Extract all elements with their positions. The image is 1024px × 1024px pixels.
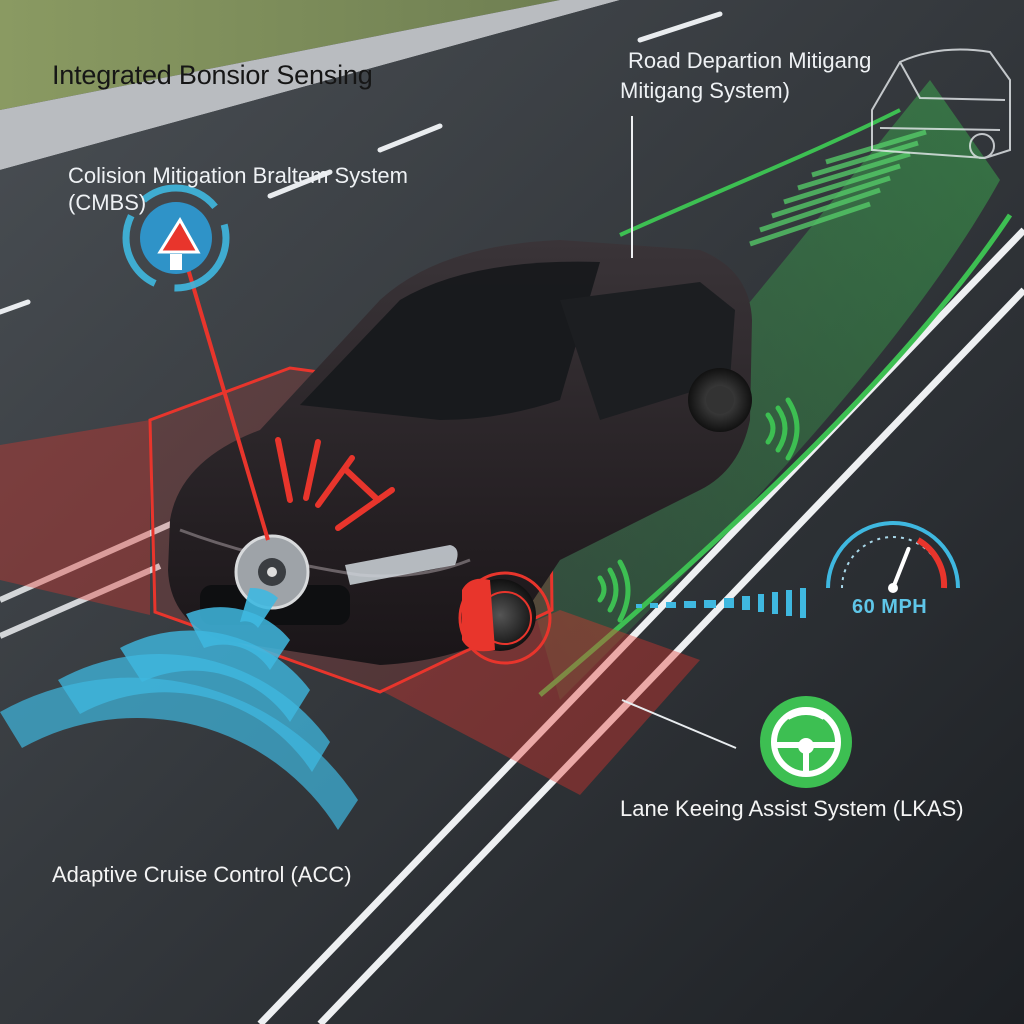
ghost-vehicle <box>871 48 1011 160</box>
cmbs-label-line1: Colision Mitigation Braltem System <box>68 163 408 188</box>
vehicle-car <box>168 240 752 665</box>
rdm-label-line2: Mitigang System) <box>620 78 790 103</box>
cmbs-front-zone <box>380 610 700 795</box>
cmbs-label-line2: (CMBS) <box>68 190 147 215</box>
left-lane-line <box>0 517 182 639</box>
lkas-label: Lane Keeing Assist System (LKAS) <box>620 796 964 821</box>
signal-arcs-side <box>597 559 631 623</box>
acc-label: Adaptive Cruise Control (ACC) <box>52 862 352 887</box>
lane-keeping-edge-left <box>619 108 901 237</box>
impact-lines <box>275 437 395 531</box>
signal-arcs-rear <box>765 397 800 461</box>
lkas-pointer-line <box>621 699 737 749</box>
brake-warning-icon <box>122 184 230 292</box>
cmbs-label: Colision Mitigation Braltem System (CMBS… <box>68 162 408 216</box>
speed-readout: 60 MPH <box>852 596 928 618</box>
diagram-title: Integrated Bonsior Sensing <box>52 60 373 90</box>
rdm-label-line1: Road Departion Mitigang <box>628 48 872 73</box>
speedometer-needle <box>891 546 911 590</box>
cmbs-left-zone <box>0 420 150 615</box>
speedometer-icon <box>826 521 960 593</box>
green-guide-stripes <box>749 129 927 247</box>
speed-signal-bars <box>636 588 806 618</box>
brake-caliper-icon <box>458 571 552 665</box>
lane-keeping-zone <box>520 80 1000 700</box>
steering-wheel-icon <box>760 696 852 788</box>
radar-waves-icon <box>0 587 358 830</box>
lane-keeping-edge-right <box>538 213 1013 697</box>
lane-dashes <box>0 11 723 315</box>
rdm-label: Road Departion Mitigang Mitigang System) <box>620 46 871 106</box>
cmbs-pointer-line <box>184 261 270 541</box>
